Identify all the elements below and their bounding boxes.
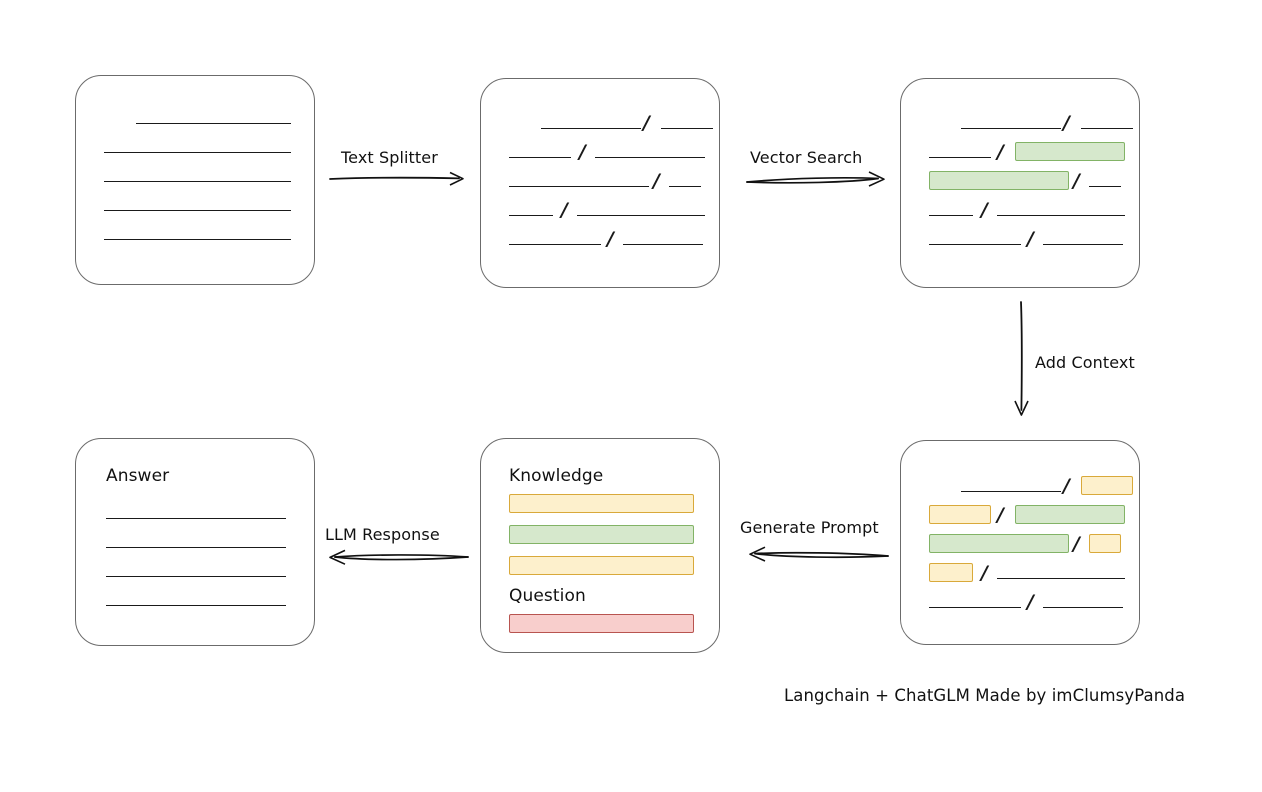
chunk-rule	[1043, 244, 1123, 245]
arrow-label-llm-response: LLM Response	[325, 525, 440, 544]
doc-line	[104, 239, 291, 240]
chunk-rule	[997, 578, 1125, 579]
context-chunk-highlight	[1081, 476, 1133, 495]
chunk-rule	[509, 244, 601, 245]
answer-line	[106, 547, 286, 548]
answer-line	[106, 605, 286, 606]
chunk-rule	[929, 607, 1021, 608]
chunk-rule	[577, 215, 705, 216]
chunk-separator: /	[643, 112, 650, 134]
split-document-box[interactable]: / / / / /	[480, 78, 720, 288]
retrieved-chunk-highlight	[929, 171, 1069, 190]
doc-line	[136, 123, 291, 124]
chunk-rule	[929, 215, 973, 216]
arrow-label-vector-search: Vector Search	[750, 148, 863, 167]
context-chunk-highlight	[1089, 534, 1121, 553]
source-document-box[interactable]	[75, 75, 315, 285]
chunk-separator: /	[561, 199, 568, 221]
chunk-rule	[1089, 186, 1121, 187]
context-chunk-highlight	[929, 534, 1069, 553]
doc-line	[104, 181, 291, 182]
question-chunk-chip	[509, 614, 694, 633]
chunk-separator: /	[607, 228, 614, 250]
chunk-separator: /	[997, 504, 1004, 526]
knowledge-chunk-chip	[509, 494, 694, 513]
chunk-separator: /	[1027, 591, 1034, 613]
context-document-box[interactable]: / / / / /	[900, 440, 1140, 645]
knowledge-label: Knowledge	[509, 466, 604, 486]
chunk-separator: /	[981, 562, 988, 584]
retrieved-document-box[interactable]: / / / / /	[900, 78, 1140, 288]
chunk-rule	[1043, 607, 1123, 608]
doc-line	[104, 152, 291, 153]
chunk-rule	[509, 215, 553, 216]
chunk-rule	[929, 244, 1021, 245]
chunk-rule	[669, 186, 701, 187]
arrow-label-text-splitter: Text Splitter	[341, 148, 438, 167]
chunk-separator: /	[981, 199, 988, 221]
chunk-rule	[661, 128, 713, 129]
chunk-separator: /	[1027, 228, 1034, 250]
chunk-rule	[961, 128, 1061, 129]
chunk-separator: /	[1063, 112, 1070, 134]
answer-line	[106, 518, 286, 519]
prompt-box[interactable]: Knowledge Question	[480, 438, 720, 653]
arrow-add-context	[1014, 301, 1029, 416]
knowledge-chunk-chip	[509, 556, 694, 575]
arrow-vector-search	[746, 171, 885, 187]
chunk-rule	[509, 157, 571, 158]
chunk-rule	[929, 157, 991, 158]
chunk-rule	[509, 186, 649, 187]
footer-credit: Langchain + ChatGLM Made by imClumsyPand…	[784, 686, 1186, 705]
arrow-generate-prompt	[749, 546, 889, 562]
context-chunk-highlight	[1015, 505, 1125, 524]
context-chunk-highlight	[929, 505, 991, 524]
arrow-label-add-context: Add Context	[1035, 353, 1135, 372]
question-label: Question	[509, 586, 586, 606]
knowledge-chunk-chip	[509, 525, 694, 544]
retrieved-chunk-highlight	[1015, 142, 1125, 161]
chunk-separator: /	[1073, 170, 1080, 192]
chunk-rule	[623, 244, 703, 245]
arrow-text-splitter	[329, 171, 464, 186]
doc-line	[104, 210, 291, 211]
chunk-separator: /	[579, 141, 586, 163]
chunk-separator: /	[997, 141, 1004, 163]
chunk-rule	[541, 128, 641, 129]
answer-box[interactable]: Answer	[75, 438, 315, 646]
answer-line	[106, 576, 286, 577]
chunk-rule	[595, 157, 705, 158]
arrow-llm-response	[329, 549, 469, 565]
arrow-label-generate-prompt: Generate Prompt	[740, 518, 879, 537]
chunk-separator: /	[653, 170, 660, 192]
chunk-separator: /	[1063, 475, 1070, 497]
chunk-separator: /	[1073, 533, 1080, 555]
chunk-rule	[961, 491, 1061, 492]
chunk-rule	[1081, 128, 1133, 129]
answer-label: Answer	[106, 466, 170, 486]
context-chunk-highlight	[929, 563, 973, 582]
chunk-rule	[997, 215, 1125, 216]
